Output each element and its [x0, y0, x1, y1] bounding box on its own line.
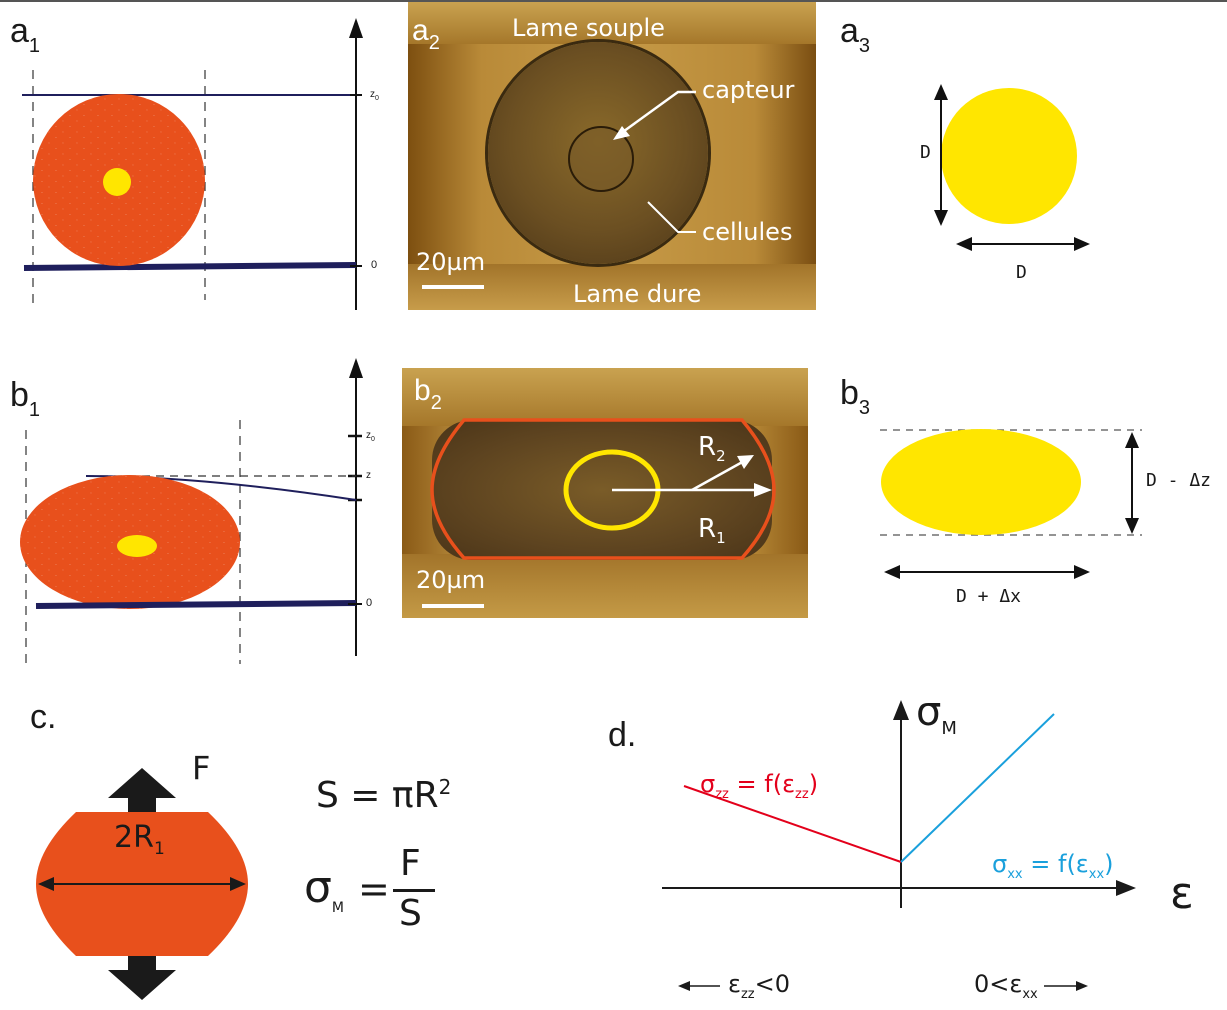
- c-schematic: [36, 768, 248, 1000]
- b2-r1-arrowhead: [754, 483, 772, 497]
- panel-label-a2: a2: [412, 14, 440, 54]
- c-fraction-bar: [393, 889, 435, 892]
- b3-schematic: [880, 429, 1142, 579]
- a1-bottom-plate: [23, 262, 357, 271]
- b3-dim-horizontal: D + Δx: [956, 586, 1022, 607]
- d-zz-equation: σzz = f(εzz): [700, 770, 819, 802]
- a1-tick-bottom-label: 0: [371, 259, 378, 271]
- b2-r2-arrowhead: [737, 455, 754, 469]
- d-x-axis-label: ε: [1170, 868, 1194, 919]
- b1-sensor: [117, 535, 157, 557]
- b2-scale-bar: [422, 604, 484, 608]
- d-y-arrowhead: [893, 700, 909, 720]
- b2-top-plate: [402, 368, 808, 426]
- c-arrowhead-left: [38, 877, 54, 891]
- b1-z-axis-arrowhead: [349, 358, 363, 378]
- b1-schematic: [20, 358, 363, 666]
- a2-sensor-label: capteur: [702, 76, 795, 104]
- c-stress-den: S: [399, 893, 422, 934]
- a2-photo: Lame souple Lame dure capteur cellules 2…: [408, 2, 816, 310]
- d-y-axis-label: σM: [916, 689, 957, 739]
- b1-tick-bottom-label: 0: [366, 597, 373, 609]
- b2-photo: R2 R1 20µm b2: [402, 368, 808, 618]
- b3-arrowhead-up: [1125, 432, 1139, 448]
- a3-schematic: [934, 84, 1090, 251]
- c-diameter-label: 2R1: [114, 820, 165, 859]
- a2-sensor-arrowhead: [613, 126, 630, 140]
- b2-overlay: [430, 418, 776, 560]
- c-force-arrow-down: [108, 950, 176, 1000]
- a2-sensor-pointer: [619, 90, 696, 136]
- panel-label-a1: a1: [10, 12, 41, 57]
- panel-label-b3: b3: [840, 374, 871, 419]
- c-arrowhead-right: [230, 877, 246, 891]
- a1-tick-top-label: z0: [370, 89, 379, 102]
- c-stress-lhs: σM =: [304, 862, 390, 916]
- a3-dim-vertical: D: [920, 142, 931, 163]
- d-neg-arrowhead: [678, 981, 690, 991]
- top-rule: [0, 0, 1227, 2]
- b3-arrowhead-right: [1074, 565, 1090, 579]
- b3-arrowhead-left: [884, 565, 900, 579]
- a1-schematic: [22, 18, 363, 310]
- d-xx-line: [900, 713, 1055, 863]
- panel-label-b1: b1: [10, 376, 41, 421]
- panel-label-d: d.: [608, 716, 637, 754]
- panel-label-c: c.: [30, 698, 57, 736]
- d-xx-equation: σxx = f(εxx): [992, 850, 1114, 882]
- d-graph: [662, 700, 1136, 991]
- b3-sensor-ellipse: [881, 429, 1081, 535]
- c-force-label: F: [192, 749, 211, 787]
- b1-bottom-plate: [35, 600, 357, 609]
- b2-outline: [430, 418, 776, 560]
- b2-r2-arrow: [691, 458, 747, 492]
- a3-arrowhead-down: [934, 210, 948, 226]
- a2-top-label: Lame souple: [512, 14, 665, 42]
- d-pos-arrowhead: [1076, 981, 1088, 991]
- a2-scale-label: 20µm: [416, 248, 486, 276]
- panel-label-b2: b2: [414, 374, 442, 414]
- a3-dim-horizontal: D: [1016, 262, 1027, 283]
- a1-z-axis-arrowhead: [349, 18, 363, 38]
- b2-r1-label: R1: [698, 514, 726, 548]
- a2-cells-pointer: [647, 201, 696, 233]
- b3-arrowhead-down: [1125, 518, 1139, 534]
- d-x-arrowhead: [1116, 880, 1136, 896]
- a1-sensor: [103, 168, 131, 196]
- a2-top-plate: [408, 2, 816, 44]
- a2-bottom-label: Lame dure: [573, 280, 702, 308]
- panel-label-a3: a3: [840, 12, 871, 57]
- b2-r2-label: R2: [698, 432, 726, 466]
- a3-arrowhead-up: [934, 84, 948, 100]
- a3-arrowhead-left: [956, 237, 972, 251]
- b1-tick-mid-label: z: [366, 470, 371, 481]
- d-zz-line: [683, 785, 902, 863]
- a3-arrowhead-right: [1074, 237, 1090, 251]
- a2-scale-bar: [422, 285, 484, 289]
- a2-arrows: [613, 90, 696, 233]
- c-area-formula: S = πR2: [316, 775, 452, 816]
- a2-cells-label: cellules: [702, 218, 793, 246]
- c-stress-num: F: [400, 843, 421, 884]
- d-pos-label: 0<εxx: [974, 970, 1038, 1002]
- a3-sensor-circle: [941, 88, 1077, 224]
- b1-tick-top-label: z0: [366, 430, 375, 443]
- d-neg-label: εzz<0: [728, 970, 791, 1002]
- b3-dim-vertical: D - Δz: [1146, 470, 1212, 491]
- b2-scale-label: 20µm: [416, 566, 486, 594]
- c-force-arrow-up: [108, 768, 176, 818]
